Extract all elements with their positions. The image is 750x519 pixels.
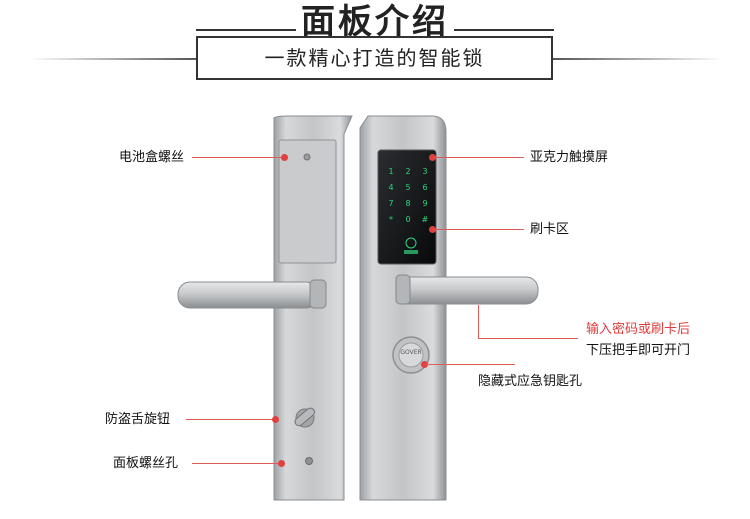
card-area-label: 刷卡区	[530, 222, 570, 237]
panel-screw-hole-label: 面板螺丝孔	[113, 456, 179, 471]
open-instruction-line2: 下压把手即可开门	[586, 343, 691, 358]
keypad-key: 8	[405, 199, 410, 208]
open-instruction-line1: 输入密码或刷卡后	[586, 322, 691, 337]
emergency-keyhole: GOVER	[392, 336, 430, 374]
panel-screw-hole-marker	[278, 460, 285, 467]
battery-screw	[303, 153, 311, 161]
anti-theft-knob-leader	[186, 419, 276, 420]
keypad-key: 9	[422, 199, 427, 208]
handle-vertical-leader	[478, 305, 479, 338]
emergency-key-marker	[421, 361, 428, 368]
outer-handle	[395, 274, 539, 305]
touch-screen-leader	[434, 157, 524, 158]
keypad-key: 7	[388, 199, 393, 208]
card-area-marker	[429, 226, 436, 233]
left-rule	[30, 58, 196, 60]
handle-horizontal-leader	[478, 338, 578, 339]
touch-screen-label: 亚克力触摸屏	[530, 150, 609, 165]
touch-screen	[377, 149, 437, 265]
title-underline-right	[454, 29, 554, 31]
subtitle-box: 一款精心打造的智能锁	[196, 36, 553, 80]
anti-theft-knob	[294, 407, 315, 428]
battery-screw-label: 电池盒螺丝	[119, 150, 185, 165]
keypad-key: 1	[388, 167, 393, 176]
inner-handle	[177, 279, 327, 309]
keypad-key: 2	[405, 167, 410, 176]
battery-screw-marker	[281, 154, 288, 161]
battery-screw-leader	[192, 157, 285, 158]
keypad-key: #	[422, 215, 429, 224]
keypad: 1 2 3 4 5 6 7 8 9 * 0 #	[388, 167, 428, 224]
keypad-key: 0	[405, 215, 410, 224]
keypad-key: 5	[405, 183, 410, 192]
panel-screw-hole	[305, 457, 313, 465]
keypad-key: 6	[422, 183, 427, 192]
emergency-key-label: 隐藏式应急钥匙孔	[478, 374, 583, 389]
keypad-key: 3	[422, 167, 427, 176]
page-title: 面板介绍	[301, 2, 449, 42]
title-underline-left	[196, 29, 296, 31]
card-reader-icon	[404, 237, 418, 254]
emergency-key-leader	[425, 364, 515, 365]
anti-theft-knob-label: 防盗舌旋钮	[105, 412, 171, 427]
panel-screw-hole-leader	[192, 463, 282, 464]
keypad-key: *	[389, 215, 393, 224]
right-rule	[553, 58, 723, 60]
keypad-key: 4	[388, 183, 393, 192]
svg-text:GOVER: GOVER	[400, 349, 421, 356]
battery-cover	[278, 139, 337, 264]
card-area-leader	[434, 229, 524, 230]
anti-theft-knob-marker	[272, 416, 279, 423]
touch-screen-marker	[429, 154, 436, 161]
